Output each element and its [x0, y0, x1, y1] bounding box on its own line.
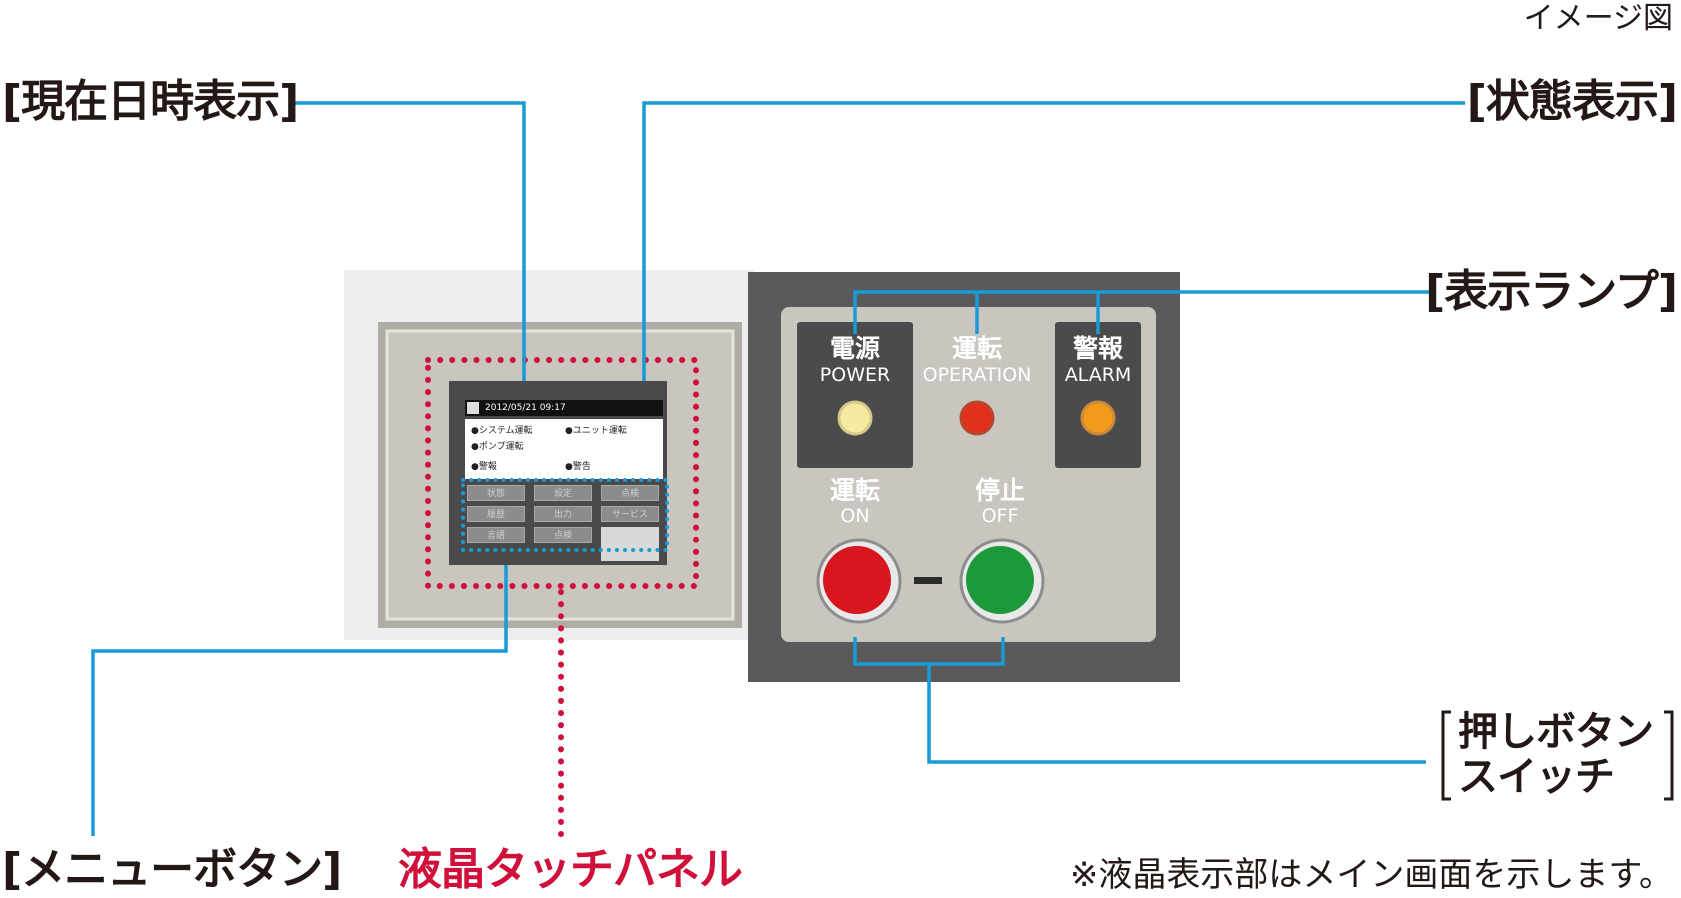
pushbutton-bracket	[1441, 710, 1674, 801]
operation-lamp-sub: OPERATION	[922, 364, 1032, 386]
menu-button[interactable]: 設定	[534, 485, 592, 501]
menu-button[interactable]: 状態	[467, 485, 525, 501]
pushbutton-callout-line2: スイッチ	[1458, 754, 1615, 800]
back-arrow-icon[interactable]	[467, 402, 479, 414]
leader-status	[642, 101, 1465, 449]
status-item: ●警告	[565, 462, 591, 472]
lamp-box-alarm	[1055, 322, 1141, 468]
leader-menu	[91, 565, 508, 836]
on-switch-sub: ON	[840, 505, 870, 527]
power-lamp-icon	[837, 400, 873, 436]
alarm-lamp-sub: ALARM	[1064, 364, 1132, 386]
lamp-box-power	[797, 322, 913, 468]
leader-lamps	[853, 290, 1431, 334]
on-switch-button[interactable]	[823, 546, 891, 614]
power-lamp-title: 電源	[829, 334, 880, 363]
status-item: ●警報	[471, 462, 497, 472]
status-item: ●システム運転	[471, 426, 533, 436]
touch-panel-callout: 液晶タッチパネル	[398, 844, 743, 895]
status-item: ●ポンプ運転	[471, 442, 524, 452]
leader-lines	[91, 101, 1465, 836]
menu-button[interactable]: 言語	[467, 527, 525, 543]
operation-lamp-icon	[959, 400, 995, 436]
off-switch-sub: OFF	[981, 505, 1019, 527]
lcd-screen[interactable]: 2012/05/21 09:17 ●システム運転 ●ユニット運転 ●ポンプ運転 …	[449, 381, 667, 565]
datetime-callout: [現在日時表示]	[2, 76, 299, 127]
footnote: ※液晶表示部はメイン画面を示します。	[1069, 855, 1673, 895]
menu-button-blank	[601, 527, 659, 561]
menu-button[interactable]: 点検	[601, 485, 659, 501]
leader-switches-2	[927, 664, 1426, 764]
menu-button[interactable]: サービス	[601, 506, 659, 522]
menu-callout: [メニューボタン]	[2, 844, 342, 895]
menu-buttons-outline	[461, 478, 669, 552]
status-item: ●ユニット運転	[565, 426, 627, 436]
alarm-lamp-title: 警報	[1072, 334, 1123, 363]
menu-button[interactable]: 履歴	[467, 506, 525, 522]
menu-button[interactable]: 出力	[534, 506, 592, 522]
alarm-lamp-icon	[1080, 400, 1116, 436]
on-switch-title: 運転	[829, 476, 880, 505]
switch-separator	[914, 577, 942, 584]
image-note: イメージ図	[1523, 1, 1673, 36]
lcd-status-area: ●システム運転 ●ユニット運転 ●ポンプ運転 ●警報 ●警告	[465, 419, 663, 479]
leader-datetime	[292, 101, 526, 399]
menu-button[interactable]: 点検	[534, 527, 592, 543]
operation-lamp-title: 運転	[951, 334, 1002, 363]
lamps-callout: [表示ランプ]	[1425, 266, 1678, 317]
status-callout: [状態表示]	[1466, 76, 1678, 127]
off-switch-title: 停止	[974, 476, 1025, 505]
lcd-datetime: 2012/05/21 09:17	[485, 403, 566, 413]
pushbutton-callout-line1: 押しボタン	[1458, 709, 1654, 755]
touch-panel-outline	[425, 357, 699, 589]
power-lamp-sub: POWER	[819, 364, 891, 386]
lcd-datetime-bar: 2012/05/21 09:17	[465, 400, 663, 416]
off-switch-button[interactable]	[966, 546, 1034, 614]
